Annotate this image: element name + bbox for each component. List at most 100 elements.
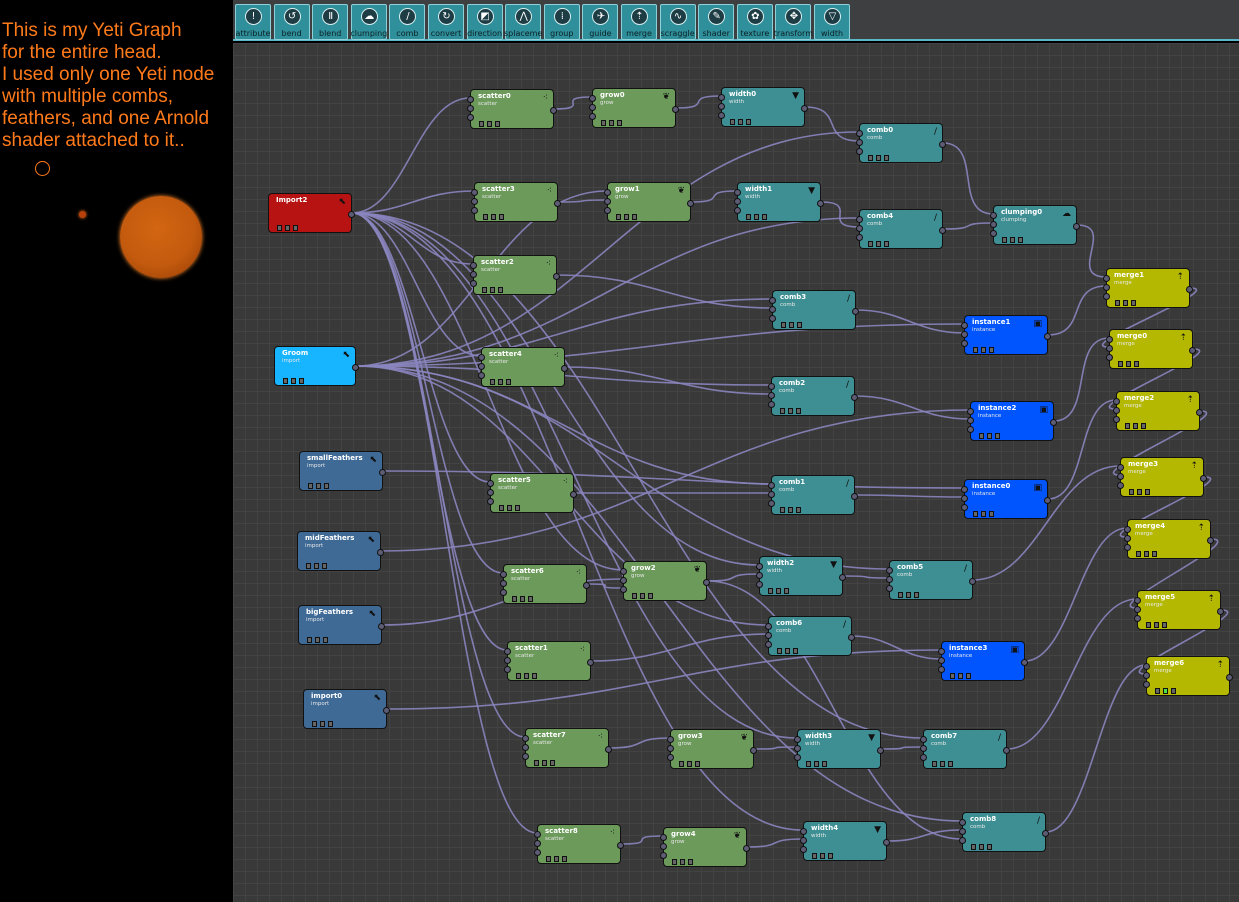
input-port[interactable]: [471, 189, 478, 196]
node-toggle[interactable]: [687, 761, 692, 767]
input-port[interactable]: [667, 745, 674, 752]
node-toggle[interactable]: [730, 119, 735, 125]
node-toggle[interactable]: [797, 322, 802, 328]
output-port[interactable]: [852, 308, 859, 315]
output-port[interactable]: [1200, 475, 1207, 482]
input-port[interactable]: [1124, 526, 1131, 533]
node-toggle[interactable]: [868, 155, 873, 161]
output-port[interactable]: [352, 364, 359, 371]
input-port[interactable]: [1143, 663, 1150, 670]
input-port[interactable]: [1103, 284, 1110, 291]
output-port[interactable]: [801, 105, 808, 112]
input-port[interactable]: [961, 486, 968, 493]
node-toggle[interactable]: [307, 637, 312, 643]
node-toggle[interactable]: [876, 155, 881, 161]
input-port[interactable]: [471, 207, 478, 214]
output-port[interactable]: [1003, 747, 1010, 754]
node-toggle[interactable]: [312, 721, 317, 727]
output-port[interactable]: [703, 579, 710, 586]
output-port[interactable]: [1021, 659, 1028, 666]
input-port[interactable]: [961, 495, 968, 502]
output-port[interactable]: [377, 549, 384, 556]
node-toggle[interactable]: [958, 673, 963, 679]
node-toggle[interactable]: [995, 433, 1000, 439]
input-port[interactable]: [589, 113, 596, 120]
input-port[interactable]: [620, 577, 627, 584]
input-port[interactable]: [961, 504, 968, 511]
node-toggle[interactable]: [506, 379, 511, 385]
node-toggle[interactable]: [524, 673, 529, 679]
input-port[interactable]: [768, 392, 775, 399]
output-port[interactable]: [378, 623, 385, 630]
node-toggle[interactable]: [950, 673, 955, 679]
tool-width-button[interactable]: ▽width: [814, 4, 850, 40]
node-toggle[interactable]: [785, 648, 790, 654]
input-port[interactable]: [478, 372, 485, 379]
node-toggle[interactable]: [323, 637, 328, 643]
node-toggle[interactable]: [780, 507, 785, 513]
input-port[interactable]: [718, 112, 725, 119]
node-toggle[interactable]: [828, 853, 833, 859]
node-toggle[interactable]: [966, 673, 971, 679]
node-toggle[interactable]: [507, 505, 512, 511]
node-toggle[interactable]: [788, 507, 793, 513]
input-port[interactable]: [756, 572, 763, 579]
input-port[interactable]: [522, 753, 529, 760]
tool-merge-button[interactable]: ⇡merge: [621, 4, 657, 40]
node-toggle[interactable]: [989, 511, 994, 517]
node-toggle[interactable]: [762, 214, 767, 220]
input-port[interactable]: [990, 221, 997, 228]
node-toggle[interactable]: [680, 859, 685, 865]
node-toggle[interactable]: [498, 287, 503, 293]
input-port[interactable]: [1117, 473, 1124, 480]
node-toggle[interactable]: [512, 596, 517, 602]
node-toggle[interactable]: [328, 721, 333, 727]
input-port[interactable]: [856, 148, 863, 155]
output-port[interactable]: [1196, 409, 1203, 416]
input-port[interactable]: [967, 426, 974, 433]
input-port[interactable]: [478, 354, 485, 361]
node-toggle[interactable]: [940, 761, 945, 767]
node-toggle[interactable]: [515, 505, 520, 511]
node-toggle[interactable]: [814, 761, 819, 767]
node-toggle[interactable]: [898, 592, 903, 598]
node-toggle[interactable]: [784, 588, 789, 594]
node-toggle[interactable]: [1134, 361, 1139, 367]
node-toggle[interactable]: [640, 593, 645, 599]
tool-transform-button[interactable]: ✥transform: [774, 4, 813, 40]
output-port[interactable]: [1050, 419, 1057, 426]
input-port[interactable]: [718, 103, 725, 110]
input-port[interactable]: [959, 819, 966, 826]
input-port[interactable]: [990, 230, 997, 237]
output-port[interactable]: [1073, 223, 1080, 230]
input-port[interactable]: [856, 139, 863, 146]
input-port[interactable]: [886, 585, 893, 592]
node-toggle[interactable]: [534, 760, 539, 766]
output-port[interactable]: [1226, 674, 1233, 681]
node-toggle[interactable]: [1154, 622, 1159, 628]
input-port[interactable]: [500, 589, 507, 596]
node-toggle[interactable]: [299, 378, 304, 384]
node-toggle[interactable]: [981, 511, 986, 517]
output-port[interactable]: [817, 200, 824, 207]
input-port[interactable]: [534, 840, 541, 847]
node-toggle[interactable]: [1125, 423, 1130, 429]
node-toggle[interactable]: [1115, 300, 1120, 306]
output-port[interactable]: [1207, 537, 1214, 544]
